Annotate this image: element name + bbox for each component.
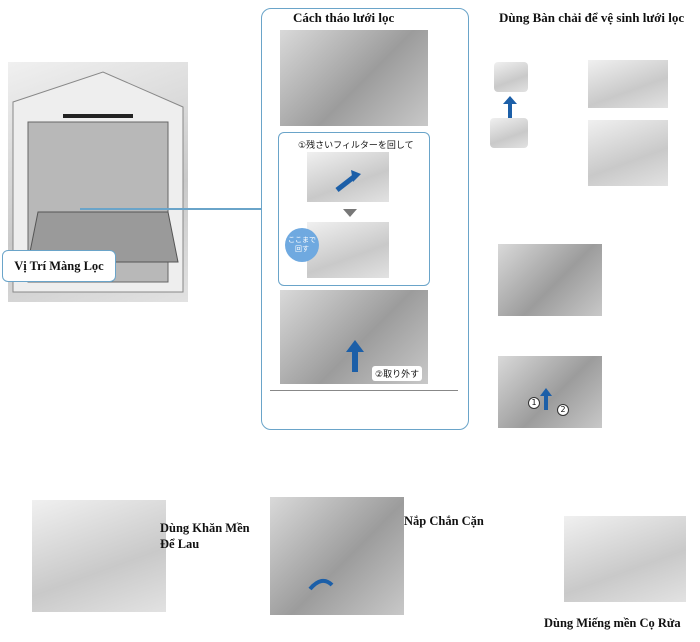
filter-bottom-photo [490, 118, 528, 148]
wipe-label-line2: Để Lau [160, 537, 200, 551]
brush-photo-2 [588, 120, 668, 186]
filter-closeup-photo [280, 30, 428, 126]
filter-removal-title: Cách tháo lưới lọc [293, 10, 395, 25]
rotate-here-bubble: ここまで回す [285, 228, 319, 262]
step1-text: ①残さいフィルターを回して [298, 141, 414, 151]
sponge-photo [564, 516, 686, 602]
cover-photo [270, 497, 404, 615]
filter-location-label: Vị Trí Màng Lọc [14, 258, 104, 273]
step2-divider [270, 390, 458, 391]
filter-install-photo [498, 356, 602, 428]
marker-2: 2 [557, 404, 569, 416]
step1-photo-a [307, 152, 389, 202]
bubble-line2: 回す [295, 245, 309, 253]
cover-label: Nắp Chắn Cặn [404, 514, 484, 528]
wipe-label-line1: Dùng Khăn Mền [160, 521, 250, 535]
marker-1: 1 [528, 397, 540, 409]
step2-text: ②取り外す [372, 366, 423, 381]
step2-photo [280, 290, 428, 384]
sponge-label: Dùng Miếng mền Cọ Rửa [544, 616, 681, 630]
bubble-line1: ここまで [288, 236, 316, 244]
dishwasher-drawing [12, 71, 184, 293]
filter-top-photo [494, 62, 528, 92]
filter-location-label-box: Vị Trí Màng Lọc [2, 250, 116, 282]
brush-title: Dùng Bàn chải để vệ sinh lưới lọc [499, 10, 685, 25]
wipe-interior-photo [32, 500, 166, 612]
dishwasher-illustration [8, 62, 188, 302]
connector-line [80, 208, 262, 210]
step1-photo-b [307, 222, 389, 278]
down-arrow-icon [343, 209, 357, 217]
wipe-label: Dùng Khăn Mền Để Lau [160, 520, 250, 552]
rack-photo [498, 244, 602, 316]
brush-photo-1 [588, 60, 668, 108]
up-arrow-icon [503, 96, 517, 123]
